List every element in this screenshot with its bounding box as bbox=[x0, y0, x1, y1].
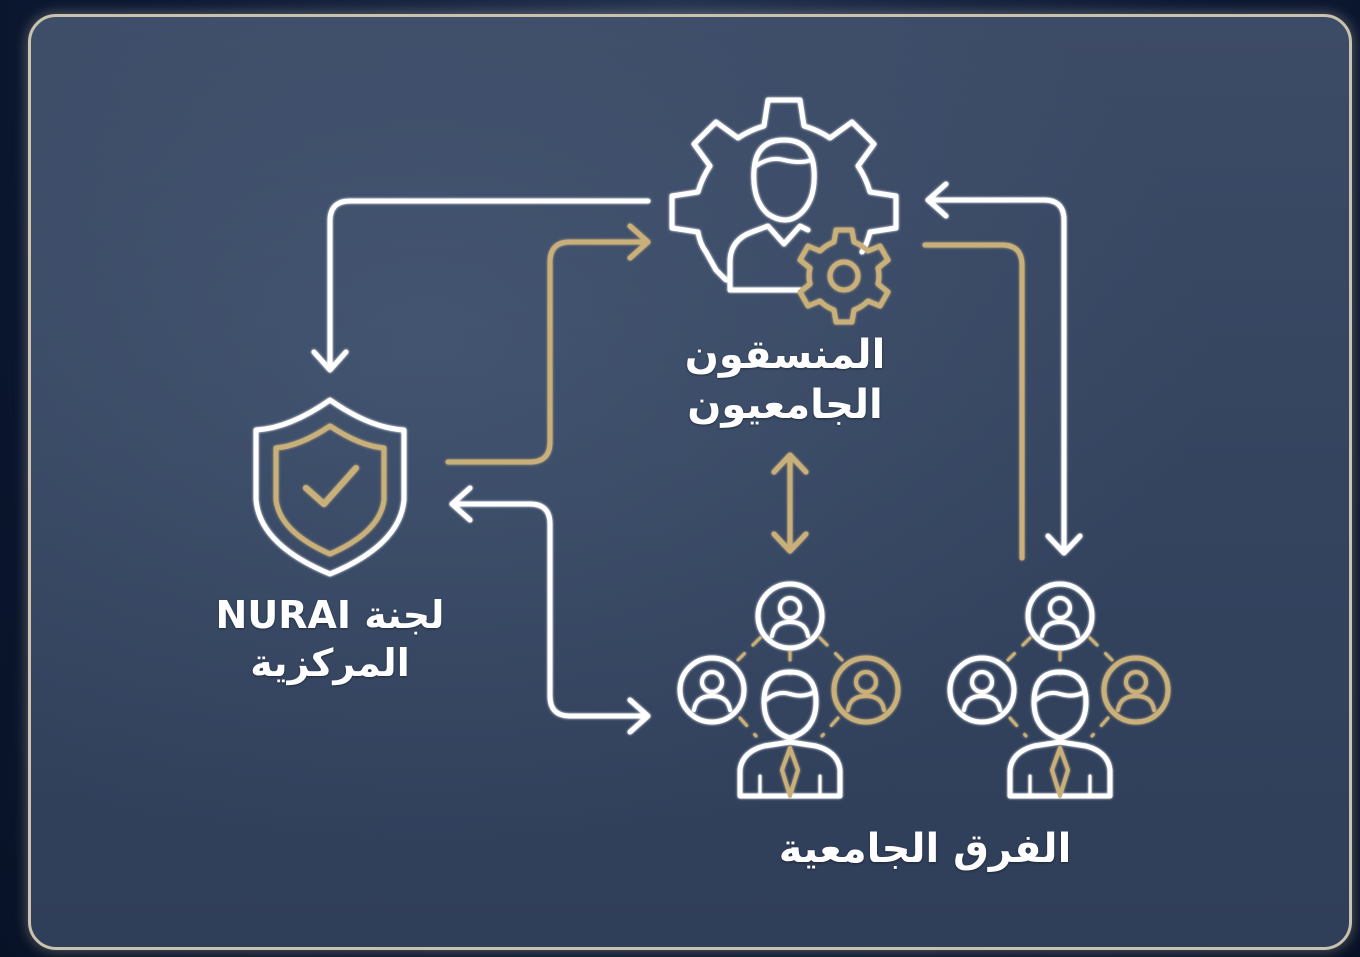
arrowhead-right-teams bbox=[627, 697, 651, 735]
arrow-committee-teams bbox=[449, 501, 648, 719]
coordinators-label: المنسقون الجامعيون bbox=[684, 332, 886, 428]
arrow-right-team-to-coordinators bbox=[922, 242, 1025, 561]
diagram-panel bbox=[28, 14, 1352, 950]
arrowhead-down-teams bbox=[771, 531, 809, 554]
teams-label: الفرق الجامعية bbox=[778, 826, 1072, 872]
arrowhead-left-coordinators bbox=[925, 181, 949, 219]
arrow-committee-to-coordinators bbox=[445, 239, 648, 465]
arrowhead-up-coordinators bbox=[771, 452, 809, 475]
arrow-coordinators-to-committee bbox=[327, 198, 651, 371]
team-network-icon bbox=[677, 581, 901, 799]
shield-check-icon bbox=[253, 397, 407, 577]
arrowhead-right-coordinators bbox=[627, 223, 651, 261]
committee-label: لجنة NURAI المركزية bbox=[215, 593, 445, 685]
arrowhead-down-right-team bbox=[1045, 533, 1083, 556]
arrow-coordinators-to-right-team bbox=[925, 197, 1067, 553]
gear-person-icon bbox=[669, 97, 899, 325]
team-network-icon-2 bbox=[947, 581, 1171, 799]
arrowhead-down-committee bbox=[311, 349, 349, 373]
arrowhead-left-committee bbox=[449, 485, 473, 523]
